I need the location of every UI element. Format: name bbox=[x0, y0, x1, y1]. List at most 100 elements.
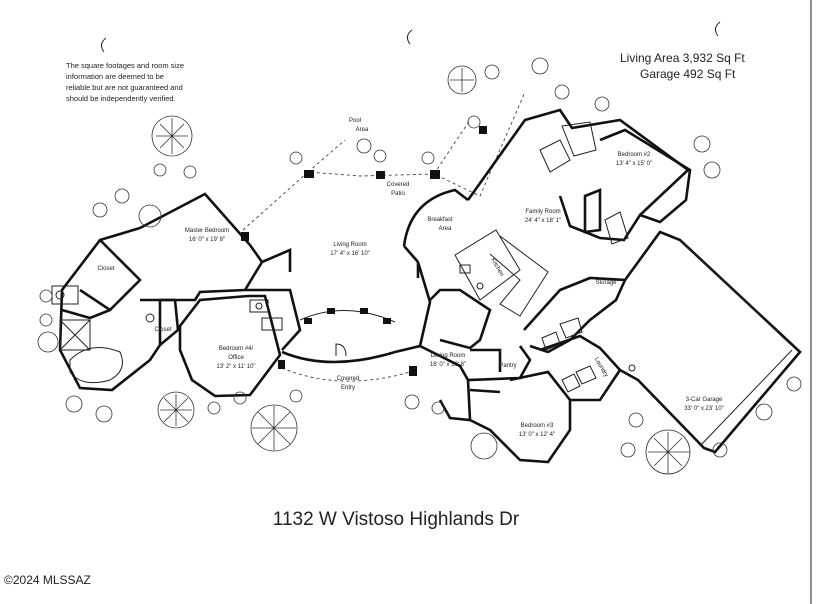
disclaimer-line: reliable but are not guaranteed and bbox=[66, 83, 183, 92]
breakfast-area-label: Breakfast bbox=[427, 217, 453, 223]
shrub bbox=[373, 149, 387, 163]
entry-boundary bbox=[281, 367, 411, 382]
disclaimer-note: The square footages and room size inform… bbox=[66, 61, 184, 103]
laundry-walls bbox=[539, 334, 622, 402]
covered-patio-label: Covered bbox=[387, 182, 410, 188]
garage-dimensions: 33' 0" x 23' 10" bbox=[684, 406, 724, 412]
bedroom3-label: Bedroom #3 bbox=[521, 423, 554, 429]
bath-sink bbox=[55, 290, 65, 300]
garage-area-label: Garage 492 Sq Ft bbox=[640, 67, 736, 81]
bedroom4-label: Office bbox=[228, 355, 244, 361]
bath-fixture bbox=[261, 317, 283, 331]
bedroom4-dimensions: 13' 2" x 11' 10" bbox=[216, 364, 255, 370]
landscaping bbox=[37, 57, 802, 475]
pool-area-label: Area bbox=[356, 127, 369, 133]
family-room-label: Family Room bbox=[525, 209, 560, 215]
master-closet-walls bbox=[79, 239, 142, 312]
bedroom2-walls bbox=[599, 128, 692, 224]
kitchen-walls bbox=[429, 288, 492, 350]
bedroom2-label: Bedroom #2 bbox=[618, 152, 651, 158]
shrub bbox=[620, 442, 636, 458]
tree bbox=[470, 432, 498, 460]
living-room-bay bbox=[299, 309, 396, 323]
disclaimer-line: information are deemed to be bbox=[66, 72, 164, 81]
shrub bbox=[693, 135, 711, 153]
tree bbox=[151, 115, 193, 157]
garage-door-line bbox=[679, 239, 791, 345]
column bbox=[241, 232, 249, 241]
bedroom3-dimensions: 13' 0" x 12' 4" bbox=[519, 432, 555, 438]
shrub bbox=[233, 391, 247, 405]
entry-door bbox=[335, 343, 347, 357]
tree-detail bbox=[160, 394, 192, 426]
column bbox=[376, 171, 385, 179]
bedroom3-walls bbox=[469, 370, 572, 464]
tree bbox=[447, 65, 477, 95]
shrub bbox=[484, 64, 500, 80]
bath2-fixtures bbox=[539, 121, 597, 173]
shrub bbox=[39, 313, 53, 327]
shrub bbox=[39, 289, 53, 303]
covered-entry-label: Entry bbox=[341, 385, 355, 391]
storage-fixtures bbox=[541, 317, 583, 351]
cooktop bbox=[459, 264, 471, 274]
column bbox=[304, 170, 314, 178]
covered-entry-label: Covered bbox=[337, 376, 360, 382]
column bbox=[360, 308, 368, 314]
tree bbox=[138, 204, 162, 228]
kitchen-sink bbox=[476, 282, 484, 290]
living-area-label: Living Area 3,932 Sq Ft bbox=[620, 51, 745, 65]
shrub bbox=[356, 138, 372, 154]
closet-label: Closet bbox=[154, 327, 171, 333]
shrub bbox=[786, 376, 802, 392]
laundry-fixtures bbox=[561, 365, 597, 393]
shrub bbox=[114, 188, 130, 204]
kitchen-label: Kitchen bbox=[489, 257, 504, 277]
column bbox=[430, 170, 440, 179]
shrub bbox=[421, 151, 435, 165]
master-bedroom-dimensions: 16' 0" x 19' 8" bbox=[189, 237, 225, 243]
bath-sink bbox=[145, 313, 155, 323]
fireplace bbox=[583, 188, 602, 234]
kitchen-island bbox=[454, 229, 521, 301]
breakfast-walls bbox=[402, 188, 469, 247]
pantry-walls bbox=[469, 348, 502, 394]
tree bbox=[157, 391, 195, 429]
shrub bbox=[289, 151, 303, 165]
garage-walls bbox=[619, 230, 802, 454]
laundry-label: Laundry bbox=[593, 357, 609, 379]
tree-detail bbox=[450, 68, 474, 92]
entertainment-niche bbox=[604, 211, 629, 245]
column bbox=[409, 366, 417, 376]
master-bedroom-label: Master Bedroom bbox=[185, 228, 229, 234]
shrub bbox=[554, 84, 570, 100]
shrub bbox=[431, 401, 445, 415]
shrub bbox=[95, 405, 113, 423]
living-room-walls bbox=[261, 245, 432, 364]
kitchen-counter bbox=[489, 235, 549, 317]
dining-room-label: Dining Room bbox=[431, 353, 466, 359]
tree-detail bbox=[156, 118, 188, 154]
shrub bbox=[712, 442, 728, 458]
shrub bbox=[92, 202, 108, 218]
disclaimer-line: The square footages and room size bbox=[66, 61, 184, 70]
bath-walls bbox=[61, 298, 180, 346]
column bbox=[304, 318, 312, 324]
shrub bbox=[404, 394, 420, 410]
shrub bbox=[755, 403, 773, 421]
pool-area-label: Pool bbox=[349, 118, 361, 124]
sheet-mark-2 bbox=[406, 29, 413, 45]
tree-detail bbox=[648, 432, 690, 474]
tree bbox=[37, 331, 59, 353]
shrub bbox=[153, 163, 167, 177]
shrub bbox=[65, 395, 83, 413]
breakfast-area-label: Area bbox=[439, 226, 452, 232]
dining-room-walls bbox=[419, 344, 532, 422]
column bbox=[383, 318, 391, 324]
pool-area-boundary bbox=[307, 119, 471, 175]
garage-door-line bbox=[699, 349, 793, 447]
bedroom4-bath-fixture bbox=[249, 299, 269, 313]
shrub bbox=[467, 115, 481, 129]
closet-label: Closet bbox=[97, 266, 114, 272]
sheet-mark-3 bbox=[714, 21, 721, 37]
